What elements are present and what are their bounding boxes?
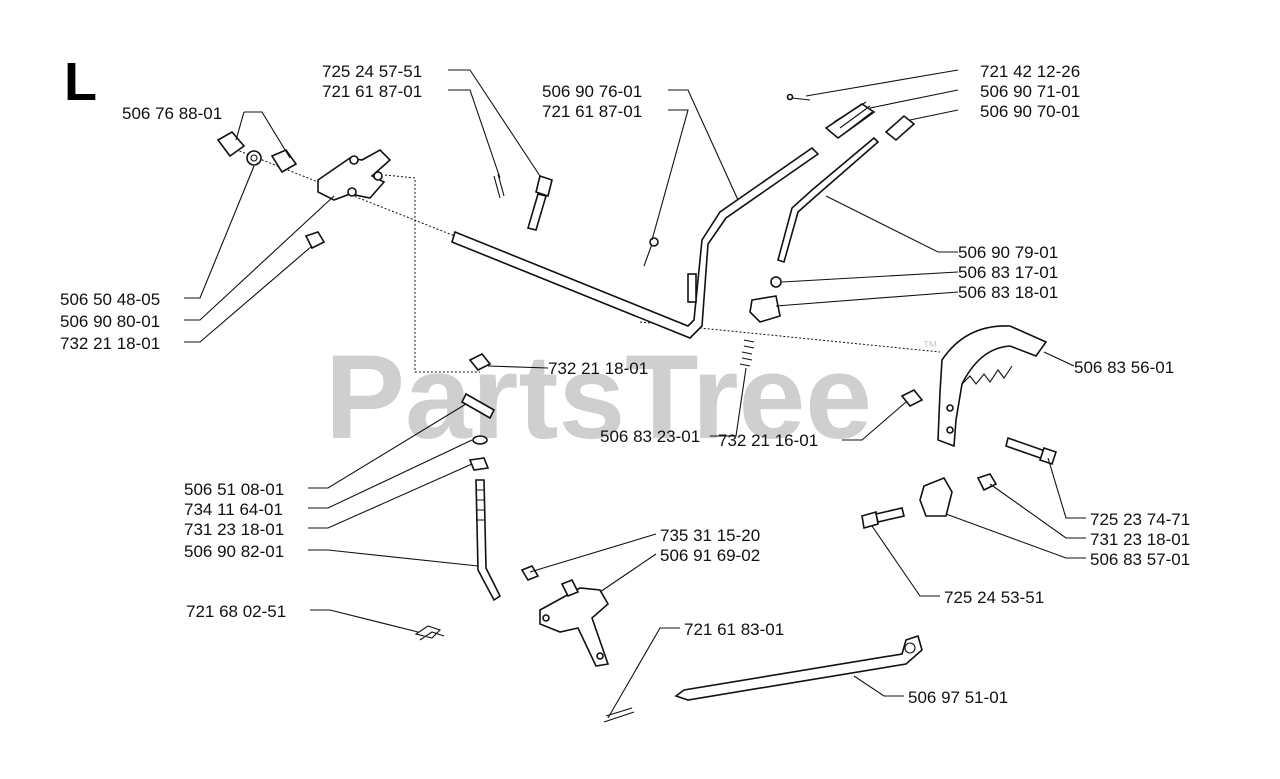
part-label: 734 11 64-01 xyxy=(184,500,283,519)
bolt-lower xyxy=(861,510,879,530)
cotter-pin-b xyxy=(643,243,653,267)
link-rod xyxy=(674,634,923,701)
spring xyxy=(739,339,755,367)
pin xyxy=(460,392,496,420)
nut-plate xyxy=(520,565,540,581)
part-label: 721 61 87-01 xyxy=(322,82,422,101)
lever-plate xyxy=(687,273,697,303)
part-label: 721 61 83-01 xyxy=(684,620,784,639)
part-label: 506 83 17-01 xyxy=(958,263,1058,282)
part-label: 506 83 23-01 xyxy=(600,427,700,446)
part-label: 731 23 18-01 xyxy=(184,520,284,539)
part-label: 732 21 18-01 xyxy=(60,334,160,353)
part-label: 721 42 12-26 xyxy=(980,62,1080,81)
part-drawings xyxy=(216,93,1058,723)
part-label: 721 68 02-51 xyxy=(186,602,286,621)
part-label: 506 90 76-01 xyxy=(542,82,642,101)
bolt-top xyxy=(535,174,553,198)
nut-left xyxy=(304,231,326,250)
nut-right xyxy=(976,473,998,492)
part-label: 506 91 69-02 xyxy=(660,546,760,565)
gear-sector xyxy=(937,325,1048,448)
part-label: 506 83 57-01 xyxy=(1090,550,1190,569)
washer-a xyxy=(246,150,262,166)
clip xyxy=(414,625,445,641)
part-label: 732 21 18-01 xyxy=(548,359,648,378)
bushing-a xyxy=(216,130,246,158)
selector-plate xyxy=(539,587,610,667)
washer-mid xyxy=(472,435,488,445)
nut-sector xyxy=(900,388,924,408)
section-letter: L xyxy=(64,52,97,112)
part-labels: 725 24 57-51 721 61 87-01 506 90 76-01 7… xyxy=(60,62,1190,707)
nut-mid xyxy=(468,352,492,372)
watermark: PartsTree xyxy=(325,330,872,464)
part-label: 725 24 53-51 xyxy=(944,588,1044,607)
threaded-rod xyxy=(475,479,502,602)
bushing-b xyxy=(270,149,298,174)
part-label: 506 76 88-01 xyxy=(122,104,222,123)
part-label: 506 83 18-01 xyxy=(958,283,1058,302)
part-label: 506 50 48-05 xyxy=(60,290,160,309)
clamp-block xyxy=(919,476,953,517)
cotter-pin-a xyxy=(493,173,505,199)
watermark-trademark: ™ xyxy=(922,339,938,356)
cotter-pin-c xyxy=(603,707,635,723)
shift-lever-bar xyxy=(451,146,820,339)
part-label: 506 90 82-01 xyxy=(184,542,284,561)
part-label: 725 23 74-71 xyxy=(1090,510,1190,529)
part-label: 732 21 16-01 xyxy=(718,431,818,450)
part-label: 725 24 57-51 xyxy=(322,62,422,81)
rod xyxy=(777,136,880,264)
part-label: 721 61 87-01 xyxy=(542,102,642,121)
nut-lower xyxy=(468,457,490,471)
ball xyxy=(770,276,782,288)
knob xyxy=(884,114,916,142)
part-label: 506 90 80-01 xyxy=(60,312,160,331)
part-label: 506 83 56-01 xyxy=(1074,358,1174,377)
part-label: 506 51 08-01 xyxy=(184,480,284,499)
part-label: 506 90 70-01 xyxy=(980,102,1080,121)
part-label: 506 90 71-01 xyxy=(980,82,1080,101)
leader-lines xyxy=(184,69,1086,719)
part-label: 506 90 79-01 xyxy=(958,243,1058,262)
part-label: 735 31 15-20 xyxy=(660,526,760,545)
block xyxy=(749,295,781,323)
part-label: 506 97 51-01 xyxy=(908,688,1008,707)
part-label: 731 23 18-01 xyxy=(1090,530,1190,549)
